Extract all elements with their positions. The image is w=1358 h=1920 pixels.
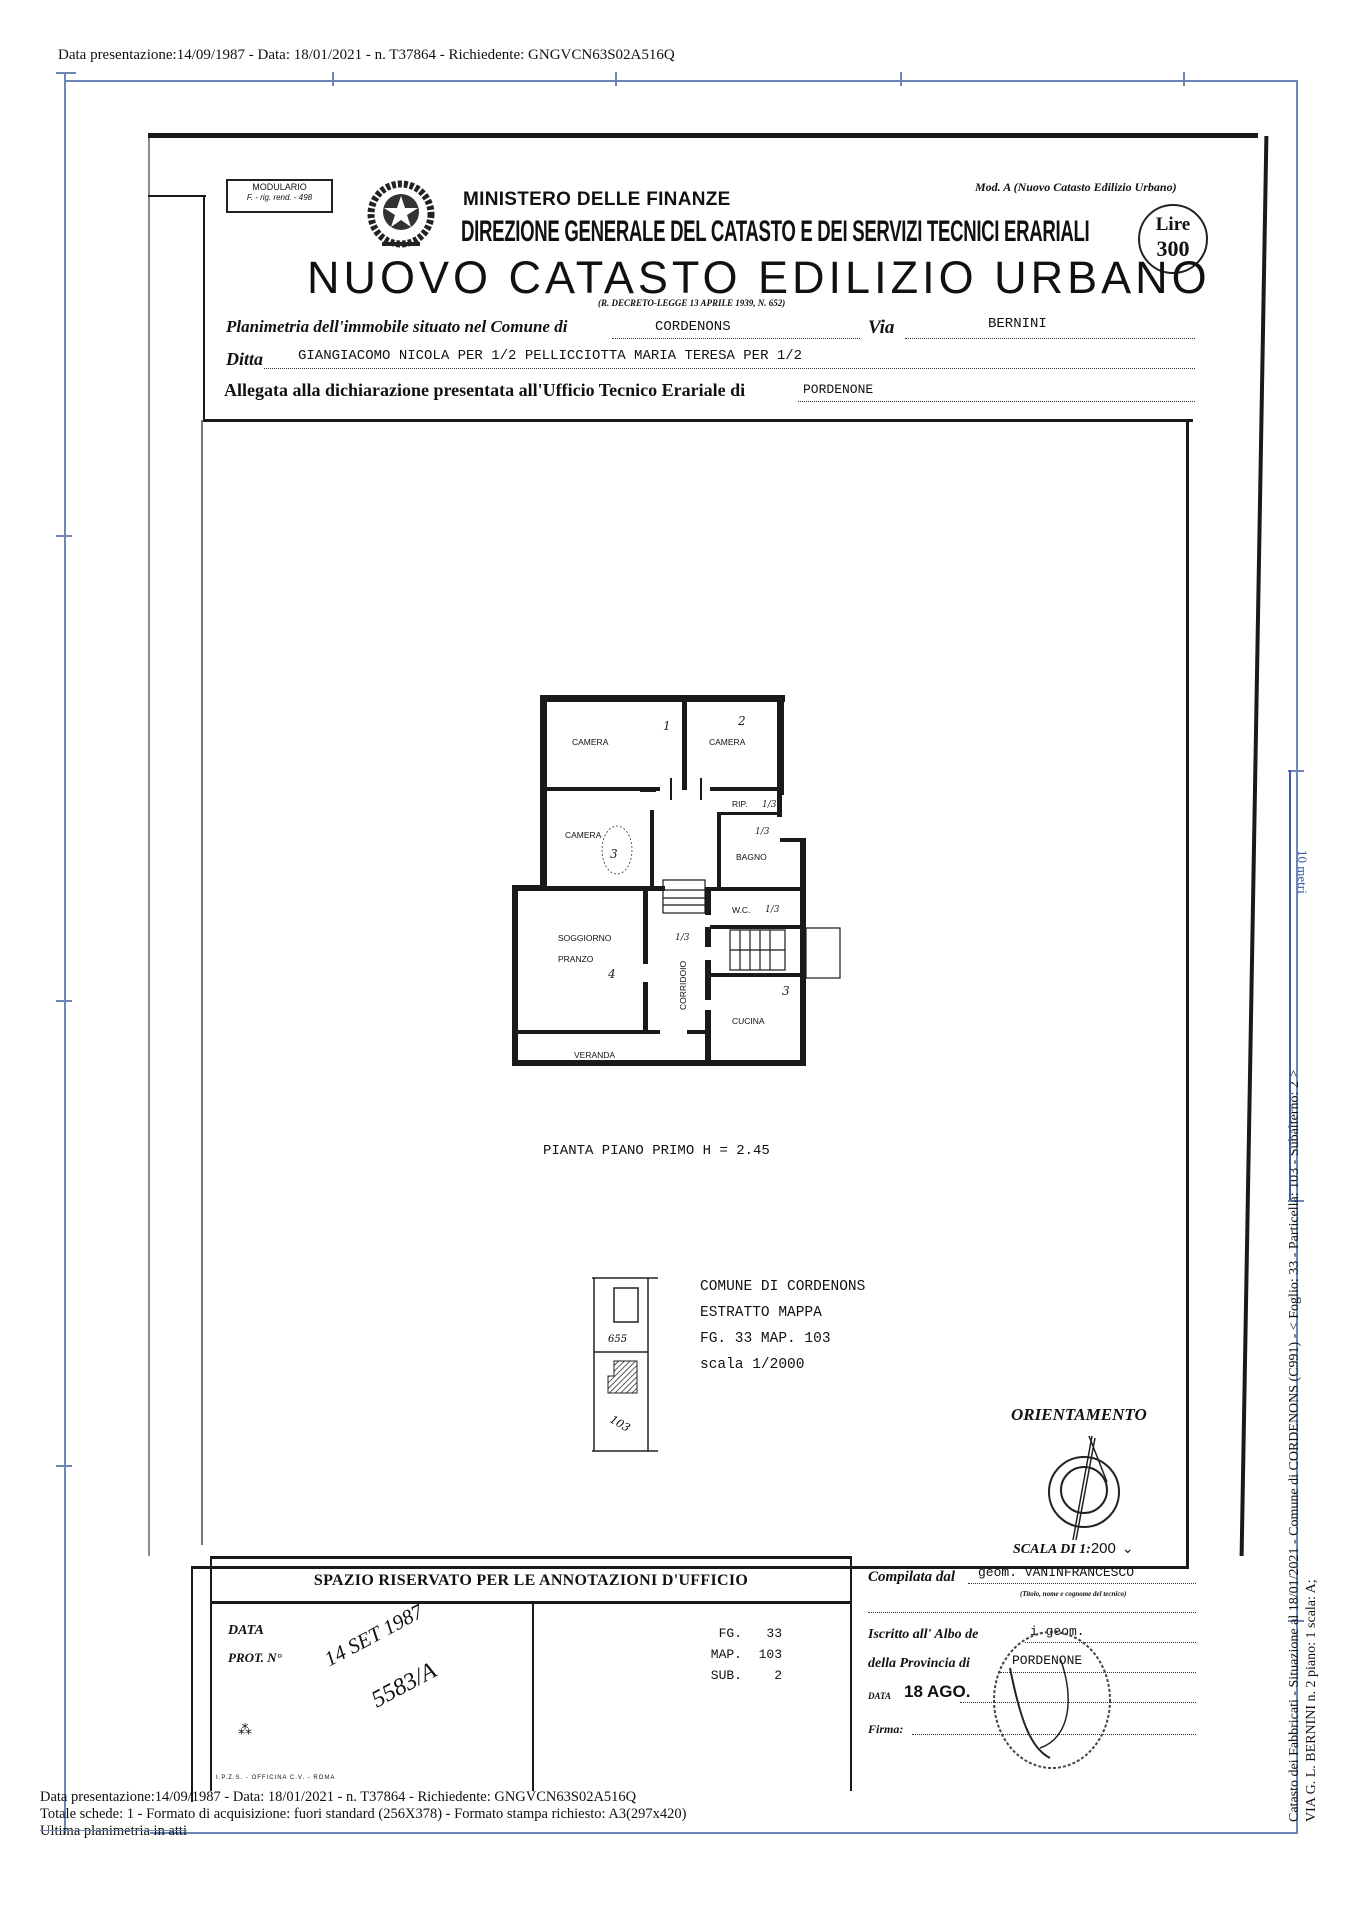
italian-emblem-icon: [367, 180, 435, 248]
directorate-name: DIREZIONE GENERALE DEL CATASTO E DEI SER…: [461, 215, 1358, 249]
handwritten-marks: 1 2 1/3 3 1/3 1/3 1/3 4 3: [601, 714, 790, 998]
provincia-label: della Provincia di: [868, 1656, 970, 1671]
handwritten-mark: 4: [607, 967, 616, 981]
model-label: Mod. A (Nuovo Catasto Edilizio Urbano): [975, 180, 1177, 194]
footer: Data presentazione:14/09/1987 - Data: 18…: [40, 1789, 687, 1840]
scale-bar: [1289, 770, 1291, 1200]
ditta-label: Ditta: [226, 349, 264, 369]
office-box-title: SPAZIO RISERVATO PER LE ANNOTAZIONI D'UF…: [313, 1572, 749, 1589]
planimetria-label: Planimetria dell'immobile situato nel Co…: [226, 317, 568, 336]
stamp-mark-icon: ⁂: [238, 1721, 252, 1737]
printer-mark: I.P.Z.S. - OFFICINA C.V. - ROMA: [216, 1775, 336, 1781]
room-label: CUCINA: [732, 1016, 765, 1026]
side-cadastral-info: Catasto dei Fabbricati - Situazione al 1…: [1286, 1070, 1320, 1822]
floor-plan: CAMERA CAMERA RIP. CAMERA BAGNO W.C. SOG…: [512, 695, 841, 1066]
firma-label: Firma:: [868, 1722, 904, 1736]
side-info-line: VIA G. L. BERNINI n. 2 piano: 1 scala: A…: [1304, 1579, 1319, 1822]
stamp-duty-label: Lire: [1155, 214, 1191, 235]
north-arrow-icon: [1048, 1435, 1120, 1541]
via-label: Via: [868, 317, 895, 338]
map-extract-sketch: 655 103: [592, 1277, 658, 1452]
ufficio-field: PORDENONE: [803, 382, 874, 397]
ministry-name: MINISTERO DELLE FINANZE: [463, 189, 731, 210]
directorate-text: DIREZIONE GENERALE DEL CATASTO E DEI SER…: [461, 215, 1090, 248]
cadastral-refs: FG.33 MAP.103 SUB.2: [682, 1623, 782, 1686]
albo-label: Iscritto all' Albo de: [868, 1627, 979, 1642]
via-field: BERNINI: [988, 316, 1047, 332]
walls: [512, 695, 806, 1066]
handwritten-mark: 1/3: [755, 827, 770, 837]
data-label: DATA: [228, 1623, 264, 1638]
scale-label: SCALA DI 1:: [1013, 1542, 1091, 1557]
orientation-label: ORIENTAMENTO: [1011, 1405, 1147, 1424]
ditta-field: GIANGIACOMO NICOLA PER 1/2 PELLICCIOTTA …: [298, 348, 803, 364]
modulario-box: MODULARIO F. - rig. rend. - 498: [226, 179, 333, 213]
stamp-duty-amount: 300: [1156, 236, 1190, 261]
handwritten-mark: 2: [737, 714, 746, 728]
scale-indicator: SCALA DI 1:200⌄: [1013, 1540, 1134, 1557]
decree-reference: (R. DECRETO-LEGGE 13 APRILE 1939, N. 652…: [598, 298, 786, 308]
office-annotations-box: SPAZIO RISERVATO PER LE ANNOTAZIONI D'UF…: [210, 1556, 852, 1791]
modulario-label: MODULARIO: [252, 182, 307, 192]
prot-label: PROT. N°: [228, 1650, 282, 1665]
scale-value: 200: [1090, 1540, 1116, 1557]
compilata-field: geom. VANINFRANCESCO: [978, 1565, 1135, 1580]
map-extract-info: COMUNE DI CORDENONS ESTRATTO MAPPA FG. 3…: [700, 1274, 865, 1378]
ref-row: SUB.2: [710, 1668, 782, 1683]
ref-row: FG.33: [718, 1626, 782, 1641]
handwritten-mark: 1/3: [675, 933, 690, 943]
handwritten-mark: 1/3: [762, 800, 777, 810]
room-label: CAMERA: [565, 830, 602, 840]
map-extract-line: COMUNE DI CORDENONS: [700, 1279, 866, 1295]
handwritten-mark: 1: [663, 719, 671, 733]
handwritten-mark: 1/3: [765, 905, 780, 915]
top-header-text: Data presentazione:14/09/1987 - Data: 18…: [58, 47, 675, 63]
stairs: [662, 879, 841, 979]
modulario-code: F. - rig. rend. - 498: [246, 193, 313, 202]
ref-row: MAP.103: [710, 1647, 782, 1662]
compilata-hint: (Titolo, nome e cognome del tecnico): [1020, 1590, 1127, 1598]
provincia-field: PORDENONE: [1012, 1653, 1083, 1668]
footer-line: Totale schede: 1 - Formato di acquisizio…: [40, 1806, 687, 1822]
form-title: NUOVO CATASTO EDILIZIO URBANO: [307, 252, 1211, 303]
handwritten-mark: 3: [782, 984, 790, 998]
office-box-header: SPAZIO RISERVATO PER LE ANNOTAZIONI D'UF…: [212, 1559, 850, 1604]
compiler-date-label: DATA: [868, 1691, 892, 1701]
stamp-duty-badge: Lire 300: [1138, 204, 1208, 274]
floor-plan-caption: PIANTA PIANO PRIMO H = 2.45: [543, 1143, 770, 1159]
comune-field: CORDENONS: [655, 319, 731, 335]
room-label: BAGNO: [736, 852, 767, 862]
room-label: SOGGIORNO: [558, 933, 612, 943]
map-extract-line: FG. 33 MAP. 103: [700, 1331, 831, 1347]
room-label: CAMERA: [572, 737, 609, 747]
professional-stamp-seal: [993, 1631, 1111, 1769]
room-label: W.C.: [732, 905, 750, 915]
footer-line: Data presentazione:14/09/1987 - Data: 18…: [40, 1789, 637, 1805]
room-label: RIP.: [732, 799, 747, 809]
parcel-label: 103: [608, 1413, 633, 1435]
room-label: VERANDA: [574, 1050, 615, 1060]
room-label: PRANZO: [558, 954, 594, 964]
handwritten-mark: 3: [610, 847, 618, 861]
compilata-label: Compilata dal: [868, 1569, 956, 1585]
footer-line: Ultima planimetria in atti: [40, 1823, 187, 1839]
protocol-number: 5583/A: [367, 1657, 441, 1714]
room-label: CORRIDOIO: [678, 961, 688, 1011]
scale-bar-label: 10 metri: [1295, 850, 1310, 894]
received-date-stamp: 14 SET 1987: [320, 1599, 428, 1672]
room-label: CAMERA: [709, 737, 746, 747]
allegata-label: Allegata alla dichiarazione presentata a…: [224, 380, 746, 400]
map-extract-line: scala 1/2000: [700, 1357, 805, 1373]
parcel-label: 655: [608, 1334, 627, 1345]
room-labels: CAMERA CAMERA RIP. CAMERA BAGNO W.C. SOG…: [558, 737, 767, 1060]
map-extract-line: ESTRATTO MAPPA: [700, 1305, 822, 1321]
compiler-date-field: 18 AGO.: [904, 1682, 971, 1701]
